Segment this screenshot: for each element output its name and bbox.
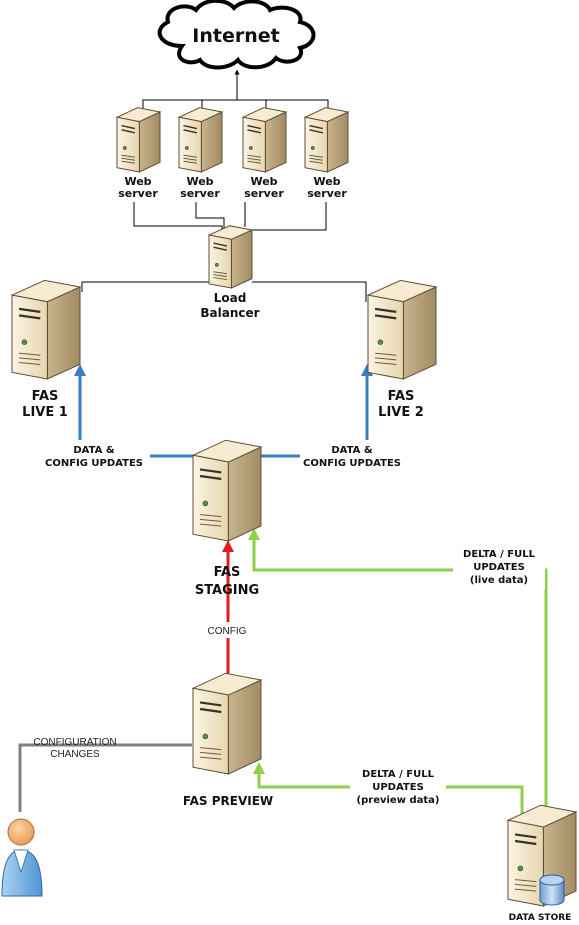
preview-updates-line3: (preview data) (357, 795, 440, 806)
live-updates-line3: (live data) (470, 575, 528, 586)
web-server-2-icon (177, 107, 224, 173)
user-config-line (18, 743, 192, 812)
fas-live-2-label-line1: FAS (388, 389, 415, 404)
web-server-4-label-line1: Web (313, 175, 340, 188)
config-label: CONFIG (208, 626, 247, 637)
web-server-1-icon (115, 107, 162, 173)
web-server-3-label-line1: Web (250, 175, 277, 188)
web-server-1-label-line2: server (118, 187, 158, 200)
configuration-changes-line1: CONFIGURATION (33, 737, 116, 748)
preview-updates-line2: UPDATES (372, 782, 424, 793)
live-updates-line1: DELTA / FULL (463, 549, 536, 560)
web-server-bus-line (142, 99, 329, 112)
data-store-label: DATA STORE (509, 913, 572, 923)
datastore-to-staging-arrow (248, 528, 548, 812)
web-server-3-icon (241, 107, 288, 173)
updates-right-line2: CONFIG UPDATES (303, 458, 401, 469)
fas-preview-label: FAS PREVIEW (183, 794, 273, 808)
web-server-3-label-line2: server (244, 187, 284, 200)
fas-preview-server-icon (191, 672, 263, 775)
updates-left-line2: CONFIG UPDATES (45, 458, 143, 469)
load-balancer-label-line1: Load (214, 291, 247, 305)
cloud-shape (157, 0, 316, 70)
fas-staging-server-icon (191, 439, 263, 542)
web-server-1-label-line1: Web (124, 175, 151, 188)
load-balancer-server-icon (207, 225, 254, 289)
web-server-4-icon (303, 107, 350, 173)
load-balancer-label-line2: Balancer (200, 306, 259, 320)
label-backgrounds (40, 440, 545, 808)
lb-to-live2-line (252, 281, 367, 302)
preview-updates-line1: DELTA / FULL (362, 769, 435, 780)
configuration-changes-line2: CHANGES (50, 749, 100, 760)
web-server-3-link (244, 202, 246, 227)
internet-label: Internet (192, 25, 279, 47)
updates-right-line1: DATA & (331, 445, 373, 456)
internet-cloud: Internet (157, 0, 316, 70)
server-icons (10, 107, 578, 907)
lb-to-live1-line (81, 281, 212, 292)
web-server-4-link (249, 202, 327, 240)
web-server-labels: Web server Web server Web server Web ser… (118, 175, 347, 200)
database-icon (539, 874, 565, 906)
fas-staging-label-line1: FAS (214, 565, 241, 580)
fas-staging-label-line2: STAGING (195, 583, 259, 598)
web-server-2-label-line2: server (180, 187, 220, 200)
web-server-2-link (195, 202, 225, 236)
fas-live-1-label-line1: FAS (32, 389, 59, 404)
fas-live-2-label-line2: LIVE 2 (378, 405, 424, 420)
web-server-2-label-line1: Web (186, 175, 213, 188)
updates-left-line1: DATA & (73, 445, 115, 456)
fas-live-1-server-icon (10, 279, 82, 380)
fas-live-2-server-icon (366, 279, 438, 380)
user-icon (1, 818, 43, 897)
live-updates-line2: UPDATES (473, 562, 525, 573)
web-server-4-label-line2: server (307, 187, 347, 200)
fas-live-1-label-line2: LIVE 1 (22, 405, 68, 420)
network-lines (81, 69, 367, 302)
web-server-1-link (133, 202, 223, 238)
